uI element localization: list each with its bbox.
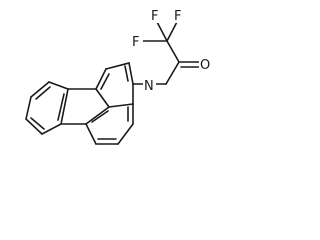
bond-ring-a3 — [95, 68, 107, 90]
bond-ring-c3 — [25, 96, 32, 120]
atom-fluorine-top-right: F — [174, 9, 181, 24]
bond-ring-b5 — [85, 106, 110, 125]
bond-five-ring-3 — [60, 88, 69, 125]
bond-carbonyl-n — [165, 61, 180, 85]
atom-label-layer: F F F O N — [131, 9, 213, 94]
bond-ring-c4 — [25, 118, 43, 135]
bond-ring-a5 — [108, 103, 134, 108]
bond-ring-c2-inner — [35, 86, 51, 100]
bond-ring-b5-inner — [91, 110, 109, 123]
bond-ring-b4 — [85, 123, 97, 145]
atom-nitrogen: N — [144, 79, 154, 94]
bond-ring-c1 — [48, 81, 69, 90]
atom-fluorine-left: F — [132, 35, 139, 50]
atom-fluorine-top-left: F — [151, 9, 158, 24]
bond-ring-a4 — [95, 88, 110, 108]
bond-cf3-carbonyl — [166, 40, 180, 63]
bond-ring-c5 — [41, 123, 62, 135]
bond-ring-c2 — [30, 81, 50, 98]
molecule-structure: F F F O N — [25, 9, 213, 145]
bond-cf3-c-f-top-right — [166, 19, 179, 42]
bond-ring-a2 — [105, 62, 130, 70]
bond-layer — [25, 19, 201, 145]
bond-ring-a3-inner — [100, 73, 110, 90]
bond-ring-a1 — [128, 62, 134, 85]
bond-ring-b2 — [117, 123, 134, 145]
bond-ring-c6-inner — [57, 93, 65, 121]
bond-ring-a1-inner — [124, 65, 129, 82]
atom-oxygen: O — [200, 58, 210, 73]
bond-ring-c4-inner — [30, 117, 45, 130]
bond-cf3-c-f-top-left — [155, 19, 168, 42]
